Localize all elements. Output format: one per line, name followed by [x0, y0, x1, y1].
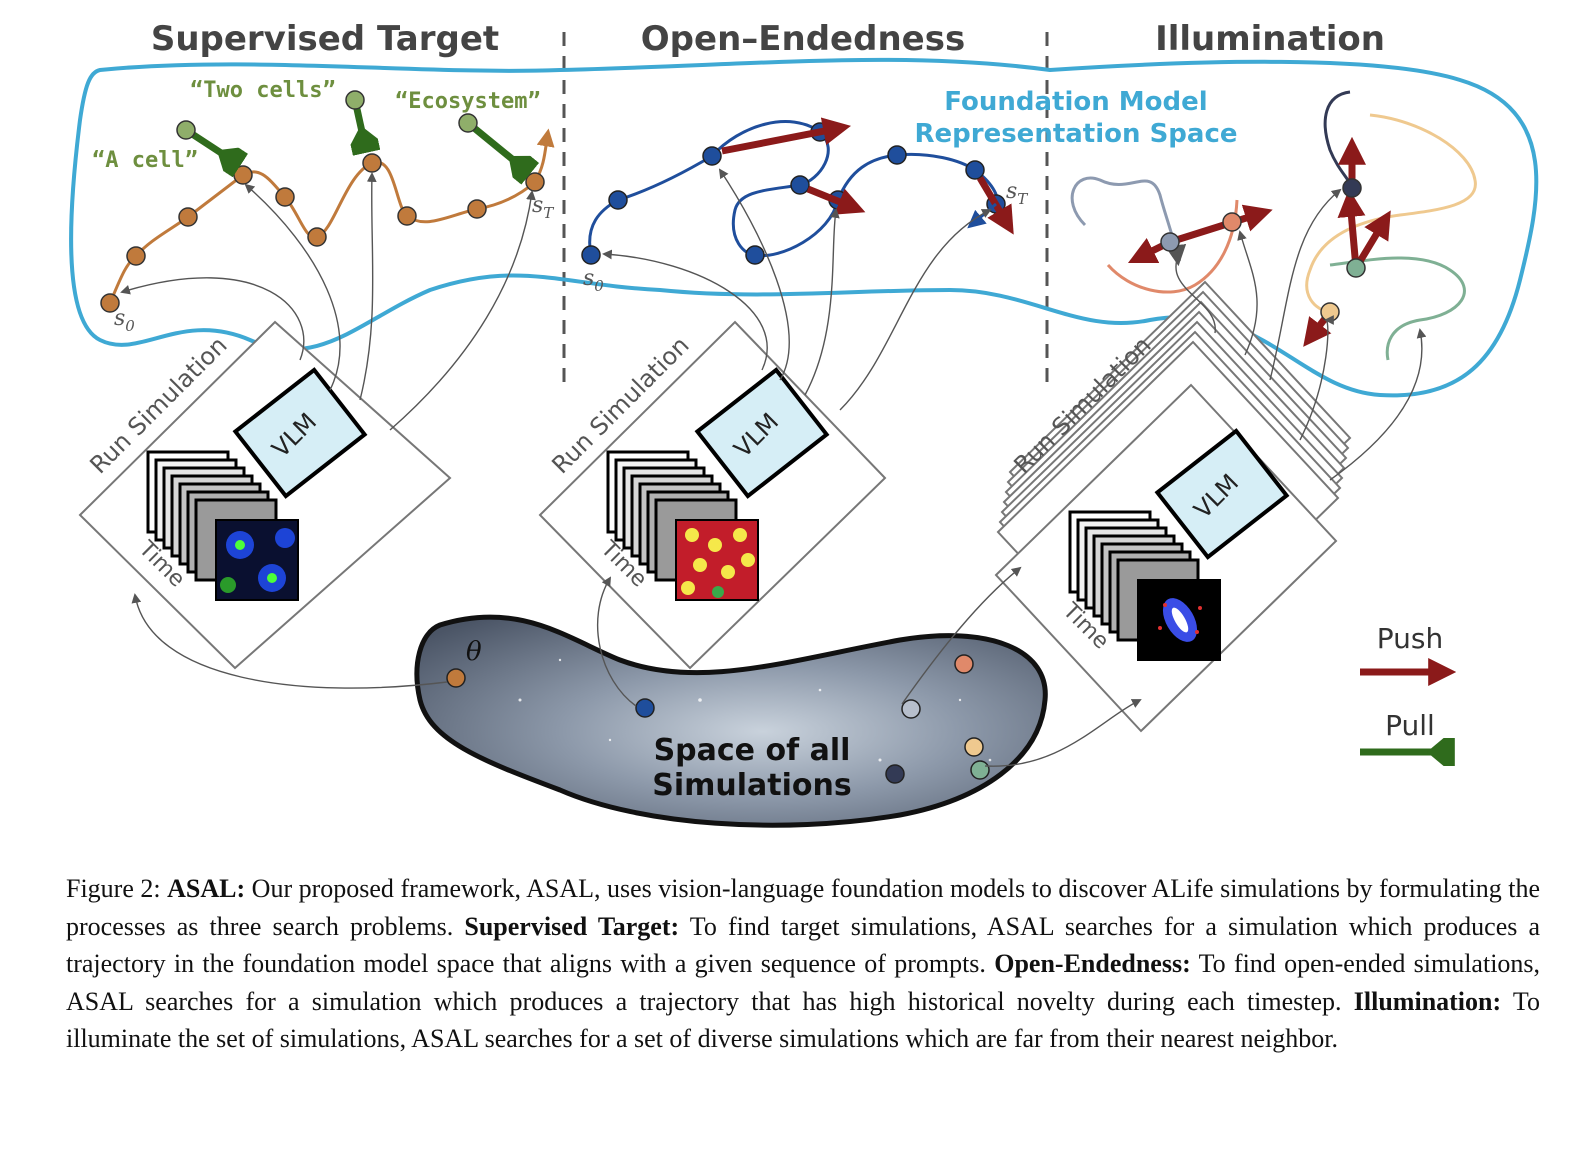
figure-caption: Figure 2: ASAL: Our proposed framework, …	[66, 870, 1540, 1058]
open-ended-trajectory	[588, 120, 999, 258]
caption-supervised-bold: Supervised Target:	[464, 911, 680, 941]
supervised-sT: sT	[532, 193, 554, 222]
open-ended-end-arrow	[967, 202, 997, 229]
title-open-endedness: Open–Endedness	[641, 19, 965, 59]
pull-arrow-a-cell	[184, 127, 249, 178]
caption-illumination-text: To illuminate the set of simulations, AS…	[66, 986, 1540, 1054]
open-ended-s0: s0	[583, 266, 604, 295]
space-label-line1: Foundation Model	[944, 87, 1207, 117]
open-ended-sT: sT	[1006, 179, 1028, 208]
prompt-two-cells: “Two cells”	[190, 78, 336, 103]
title-illumination: Illumination	[1155, 19, 1385, 59]
caption-intro: Our proposed framework, ASAL, uses visio…	[66, 874, 1541, 941]
prompt-a-cell: “A cell”	[92, 148, 198, 173]
illumination-trajectories	[1070, 90, 1477, 361]
vlm-box-right	[1154, 428, 1290, 560]
legend-pull-label: Pull	[1385, 709, 1435, 742]
caption-open-ended-bold: Open-Endedness:	[994, 949, 1191, 979]
prompt-points	[176, 90, 478, 140]
legend-push-label: Push	[1377, 622, 1443, 655]
open-ended-push-arrows	[721, 117, 1014, 235]
theta-label: θ	[466, 637, 482, 667]
prompt-ecosystem: “Ecosystem”	[395, 89, 541, 114]
caption-illumination-bold: Illumination:	[1353, 986, 1502, 1016]
caption-open-ended-text: To find open-ended simulations, ASAL sea…	[66, 949, 1541, 1016]
asal-figure: Supervised Target Open–Endedness Illumin…	[69, 19, 1539, 828]
sim-space-line2: Simulations	[652, 768, 851, 803]
connector-lines	[120, 168, 1427, 767]
sim-space-line1: Space of all	[654, 733, 851, 768]
supervised-s0: s0	[114, 306, 135, 335]
run-simulation-box-right: Run Simulation Time VLM	[994, 280, 1352, 733]
illumination-points	[1160, 178, 1366, 322]
caption-fig-label: Figure 2:	[66, 874, 161, 903]
pull-arrow-ecosystem	[465, 120, 540, 185]
space-label-line2: Representation Space	[914, 119, 1237, 149]
vlm-box-middle	[694, 367, 830, 499]
frame-stack-right	[1068, 510, 1221, 661]
frame-stack-middle	[606, 450, 759, 601]
title-supervised-target: Supervised Target	[151, 19, 499, 59]
caption-asal-bold: ASAL:	[167, 874, 246, 903]
caption-supervised-text: To find target simulations, ASAL searche…	[66, 911, 1540, 979]
simulation-space-stars	[518, 658, 992, 792]
run-simulation-box-middle: Run Simulation Time VLM	[538, 320, 887, 670]
parameter-points	[446, 654, 990, 784]
supervised-trajectory-points	[100, 153, 545, 313]
run-simulation-box-left: Run Simulation Time VLM	[78, 320, 452, 670]
frame-stack-left	[146, 450, 299, 601]
vlm-box-left	[232, 367, 368, 499]
